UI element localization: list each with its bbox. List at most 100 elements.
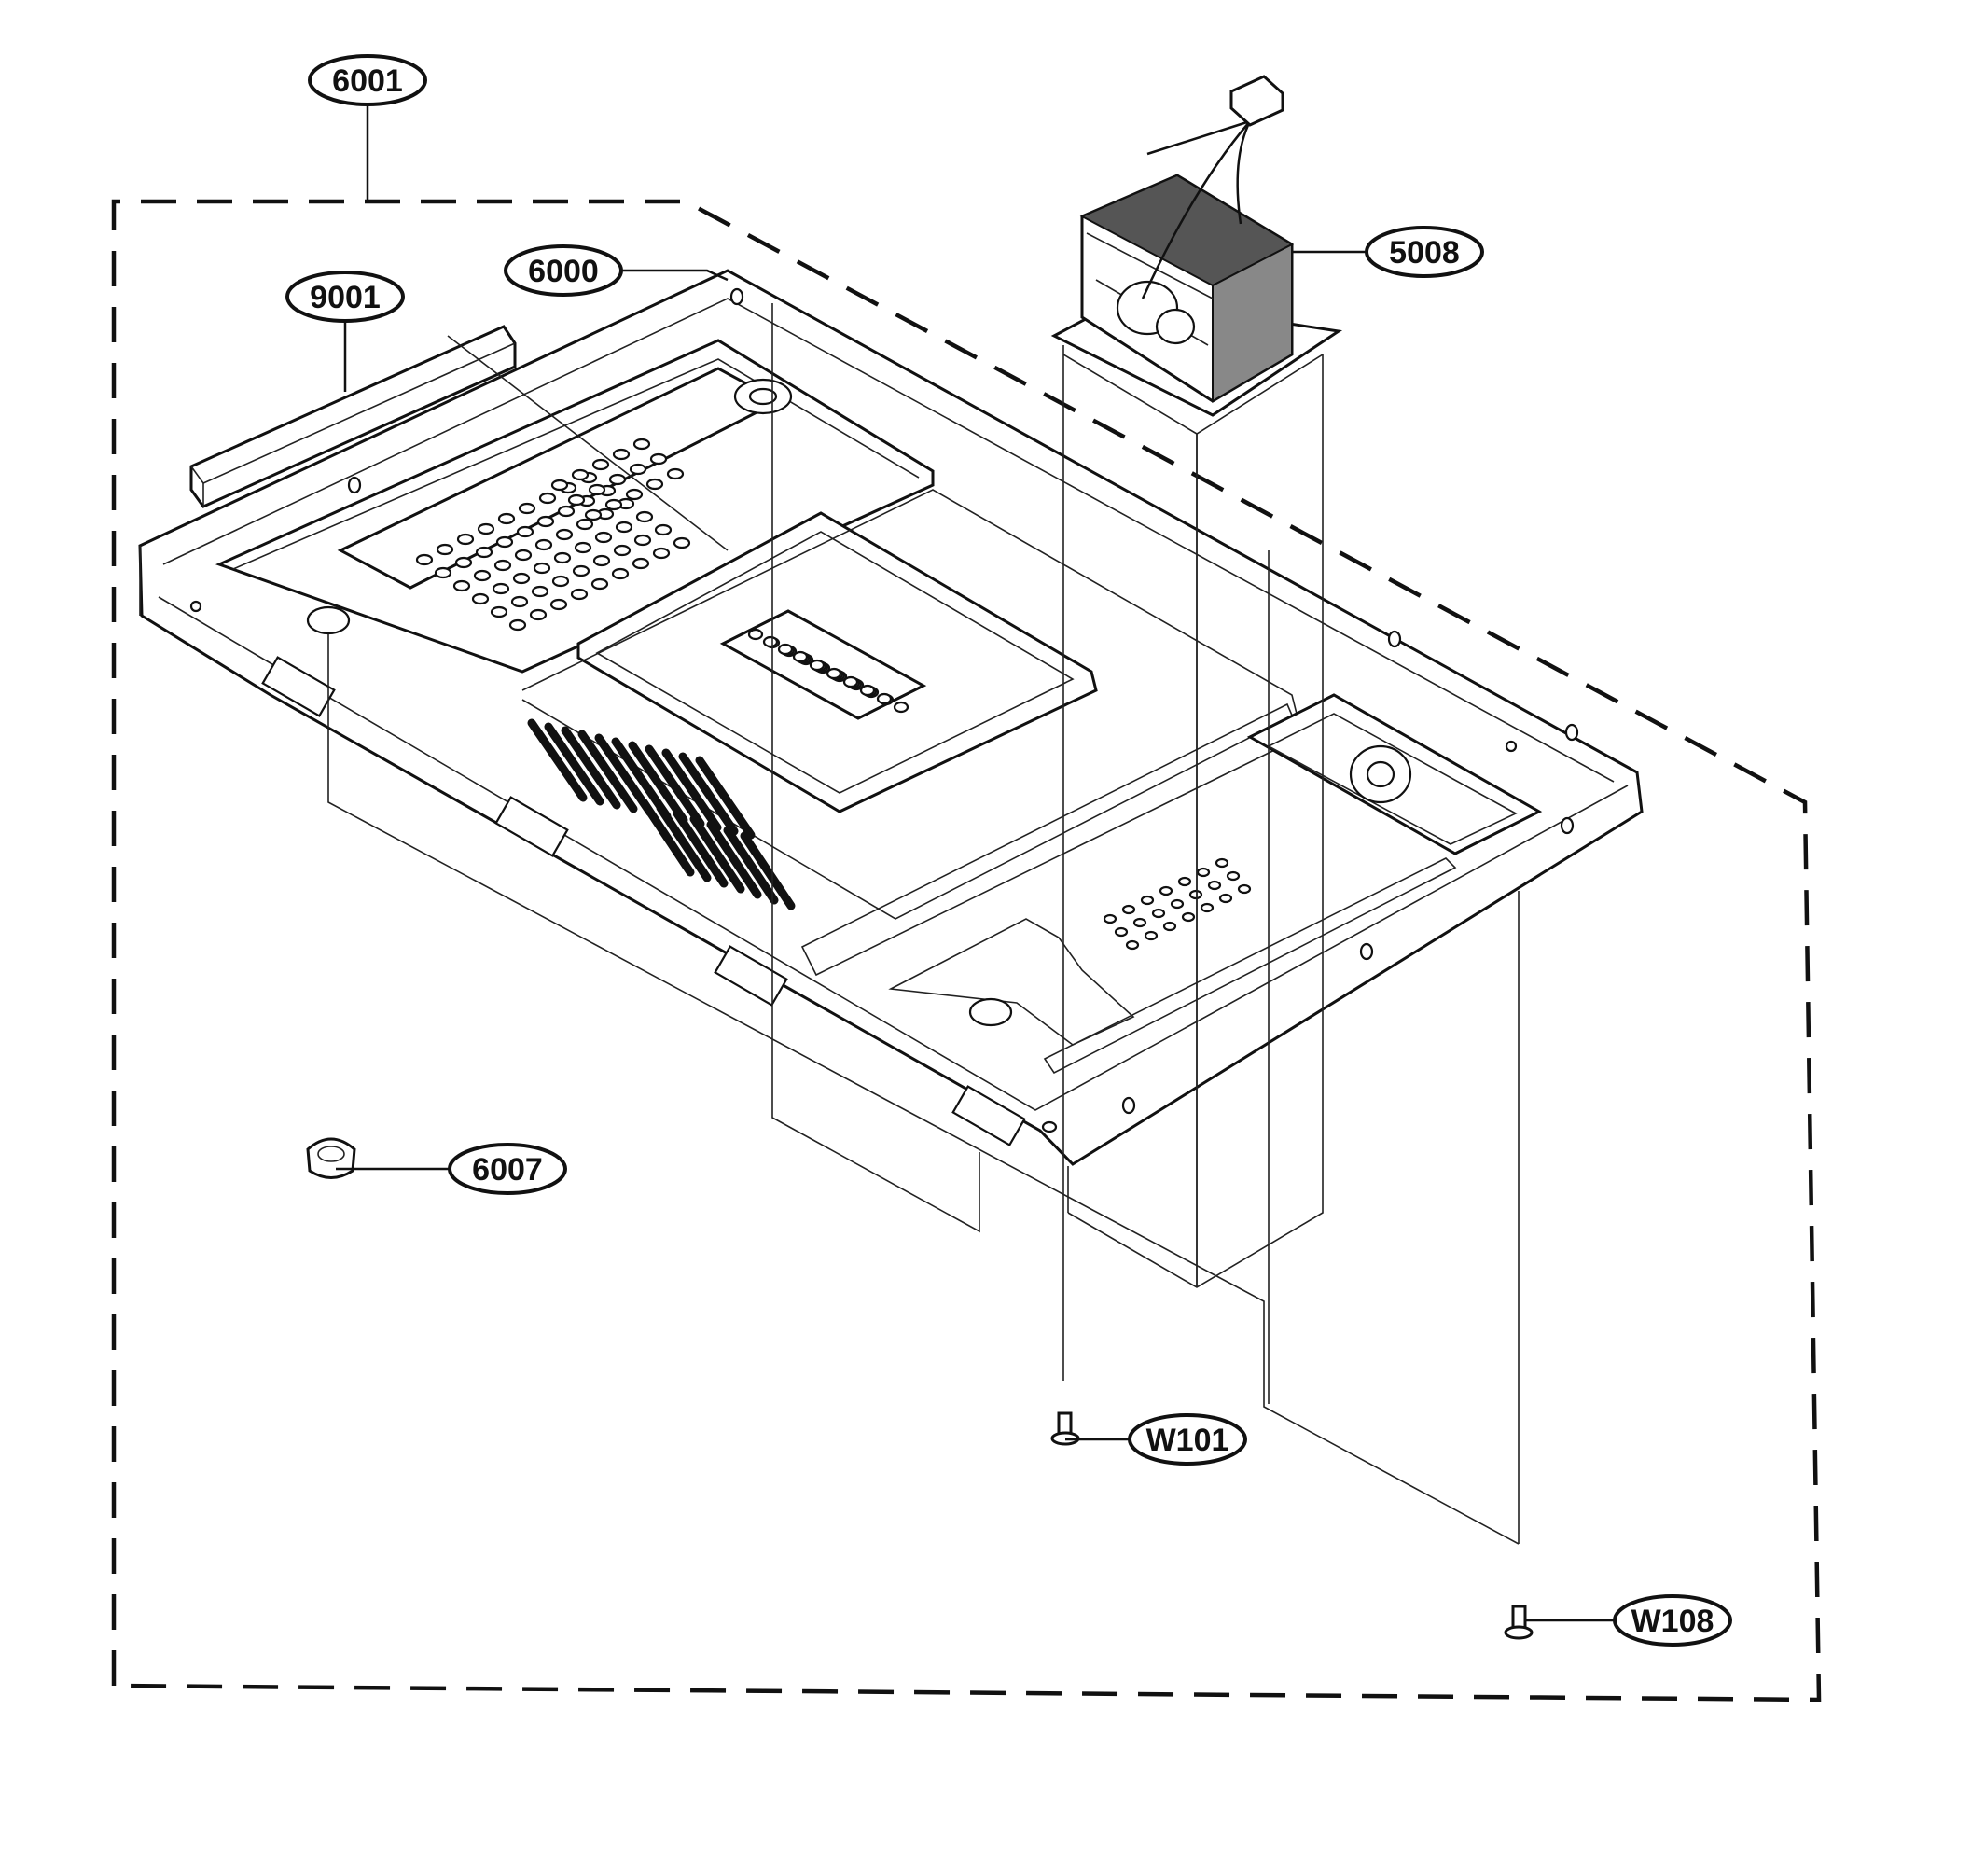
vent-slot — [656, 803, 712, 882]
callout-w101-label: W101 — [1146, 1423, 1229, 1458]
perforation-hole — [497, 512, 516, 525]
vent-slot — [695, 756, 756, 840]
perforation-hole — [1237, 883, 1252, 895]
perforation-hole — [1177, 876, 1192, 887]
perforation-hole — [1114, 926, 1129, 938]
perforation-hole — [588, 483, 606, 496]
perforation-hole — [1226, 870, 1241, 882]
perforation-hole — [518, 502, 536, 515]
perforation-cluster-center — [747, 628, 909, 714]
perforation-hole — [1181, 911, 1196, 923]
base-plate-drawing — [138, 269, 1644, 1166]
perforation-hole — [1140, 895, 1155, 906]
vent-slot — [639, 798, 695, 877]
perforation-hole — [645, 478, 664, 491]
assembly-boundary — [111, 199, 1822, 1702]
perforation-cluster-right — [1103, 857, 1252, 951]
perforation-hole — [826, 667, 842, 680]
perforation-hole — [572, 564, 590, 577]
perforation-hole — [477, 522, 495, 535]
callout-6000-label: 6000 — [528, 254, 599, 289]
perforation-hole — [550, 479, 569, 492]
perforation-hole — [652, 547, 671, 560]
foot-drawing — [306, 1137, 356, 1179]
projection-lines — [327, 303, 1520, 1545]
perforation-hole — [1162, 921, 1177, 932]
callout-6007-label: 6007 — [472, 1152, 543, 1188]
perforation-hole — [649, 452, 668, 466]
vent-slot — [561, 726, 621, 810]
perforation-hole — [591, 458, 610, 471]
perforation-hole — [436, 543, 454, 556]
perforation-hole — [471, 592, 490, 605]
vent-slot — [740, 831, 796, 910]
vent-slot — [689, 814, 745, 894]
perforation-hole — [629, 463, 647, 476]
perforation-hole — [512, 572, 531, 585]
perforation-hole — [615, 521, 633, 534]
vent-slot — [544, 722, 604, 806]
perforation-hole — [613, 544, 632, 557]
perforation-hole — [842, 675, 859, 688]
perforation-hole — [1159, 885, 1173, 896]
perforation-hole — [434, 566, 452, 579]
perforation-hole — [584, 508, 603, 521]
callout-6000: 6000 — [504, 244, 623, 297]
vent-slots — [527, 718, 796, 910]
perforation-hole — [475, 546, 493, 559]
perforation-hole — [747, 628, 764, 641]
perforation-hole — [493, 559, 512, 572]
vent-slot — [527, 718, 588, 802]
perforation-hole — [611, 567, 630, 580]
perforation-hole — [590, 577, 609, 591]
transformer-drawing — [1050, 75, 1343, 417]
perforation-hole — [893, 701, 909, 714]
rail-bar-drawing — [189, 325, 517, 508]
perforation-hole — [604, 498, 623, 511]
perforation-hole — [452, 579, 471, 592]
perforation-hole — [1132, 917, 1147, 928]
perforation-hole — [608, 473, 627, 486]
perforation-hole — [632, 557, 650, 570]
perforation-hole — [612, 448, 631, 461]
perforation-hole — [574, 541, 592, 554]
perforation-cluster-upper — [415, 438, 691, 632]
vent-slot — [628, 741, 688, 825]
callout-6001-label: 6001 — [332, 63, 403, 99]
perforation-hole — [557, 505, 576, 518]
callout-w108-label: W108 — [1631, 1604, 1714, 1639]
perforation-hole — [1125, 939, 1140, 951]
perforation-hole — [777, 643, 794, 656]
perforation-hole — [529, 608, 548, 621]
perforation-hole — [570, 588, 589, 601]
perforation-hole — [762, 635, 779, 648]
perforation-hole — [1170, 898, 1185, 910]
perforation-hole — [536, 515, 555, 528]
callout-5008-label: 5008 — [1389, 235, 1460, 271]
perforation-hole — [576, 518, 594, 531]
vent-slot — [661, 748, 722, 832]
perforation-hole — [514, 549, 533, 562]
perforation-hole — [534, 538, 553, 551]
perforation-hole — [551, 575, 570, 588]
perforation-hole — [553, 551, 572, 564]
perforation-hole — [792, 650, 809, 663]
perforation-hole — [809, 659, 826, 672]
perforation-hole — [567, 493, 586, 507]
perforation-hole — [495, 535, 514, 549]
perforation-hole — [508, 618, 527, 632]
perforation-hole — [516, 525, 534, 538]
vent-slot — [611, 737, 672, 821]
perforation-hole — [473, 569, 492, 582]
perforation-hole — [490, 605, 508, 618]
perforation-hole — [876, 692, 893, 705]
perforation-hole — [592, 554, 611, 567]
vent-slot — [706, 820, 762, 899]
perforation-hole — [1188, 889, 1203, 900]
vent-slot — [673, 809, 729, 888]
screw-w108-drawing — [1504, 1605, 1534, 1640]
perforation-hole — [454, 556, 473, 569]
perforation-hole — [456, 533, 475, 546]
perforation-hole — [492, 582, 510, 595]
